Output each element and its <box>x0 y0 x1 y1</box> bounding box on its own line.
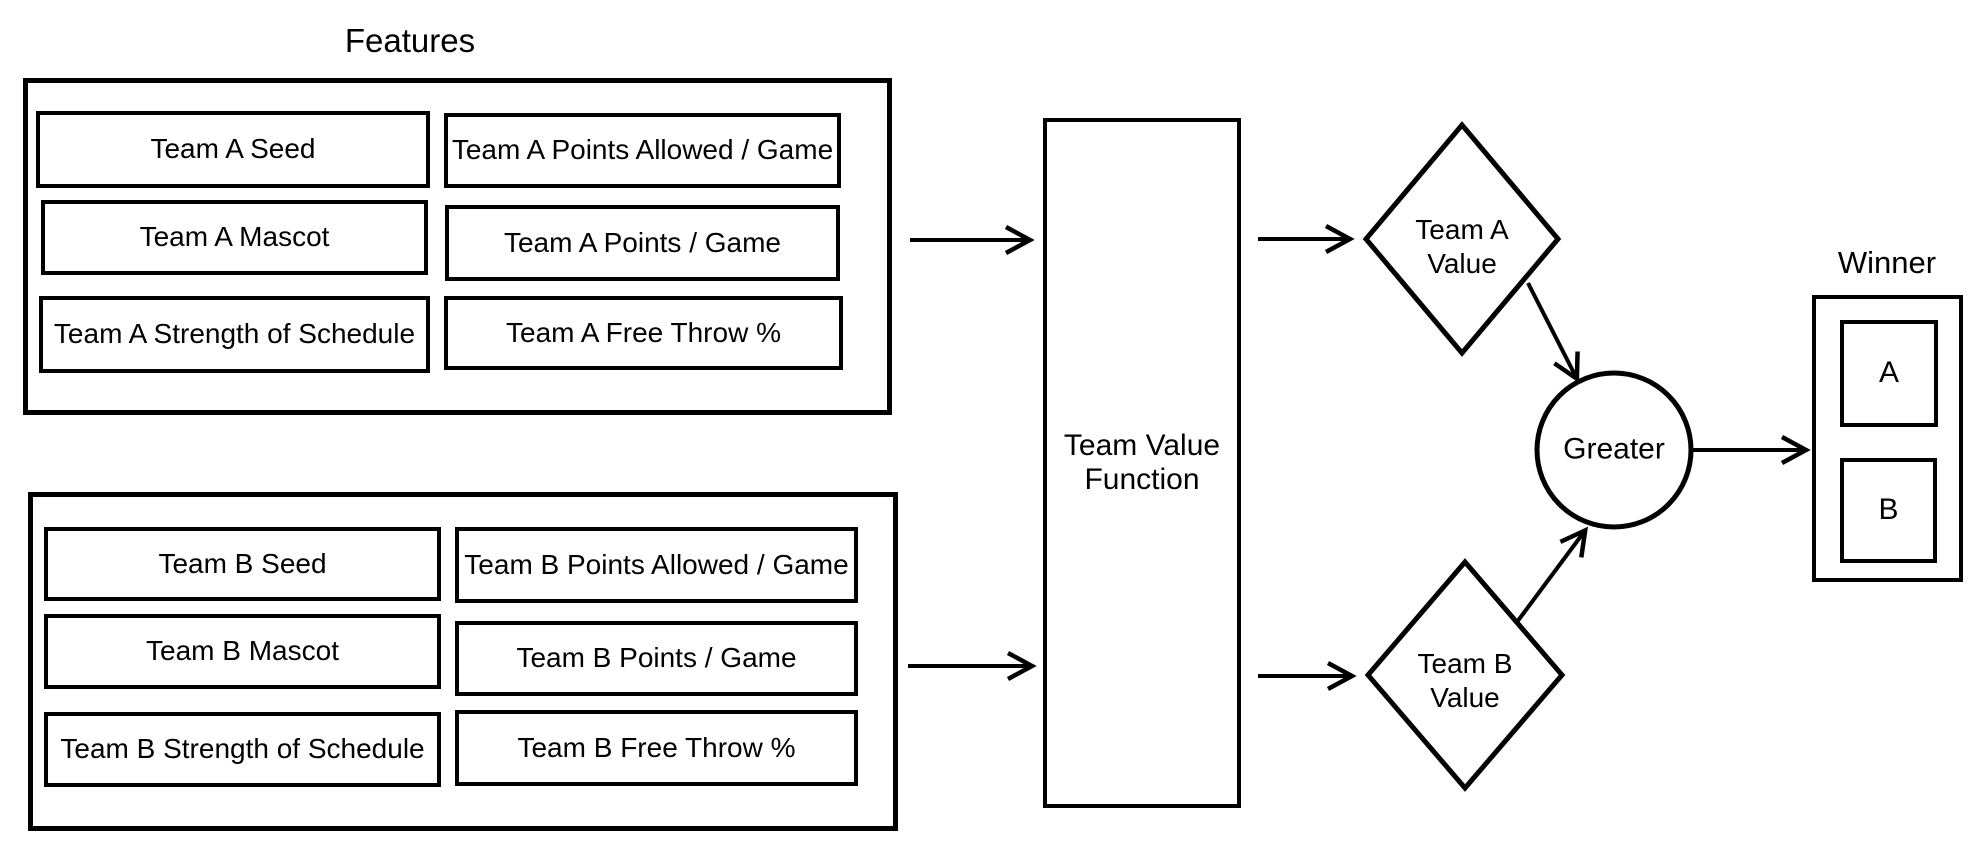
feature-box-team-a-seed: Team A Seed <box>36 111 430 188</box>
feature-box-team-b-points-allowed: Team B Points Allowed / Game <box>455 527 858 603</box>
greater-circle <box>1534 370 1694 530</box>
team-a-value-diamond <box>1362 121 1562 357</box>
winner-option-a-box: A <box>1840 320 1938 427</box>
team-value-function-box: Team Value Function <box>1043 118 1241 808</box>
team-a-value-label: Team A Value <box>1415 213 1509 279</box>
feature-box-team-b-strength-of-schedule: Team B Strength of Schedule <box>44 712 441 787</box>
feature-box-team-b-mascot: Team B Mascot <box>44 614 441 689</box>
features-title: Features <box>344 21 476 59</box>
feature-box-team-b-points-per-game: Team B Points / Game <box>455 621 858 696</box>
feature-box-team-b-seed: Team B Seed <box>44 527 441 601</box>
feature-box-team-a-strength-of-schedule: Team A Strength of Schedule <box>39 296 430 373</box>
greater-label: Greater <box>1563 432 1665 466</box>
winner-option-b-box: B <box>1840 458 1937 563</box>
team-b-value-label: Team B Value <box>1417 647 1513 713</box>
arrow-team-a-value-to-greater <box>1526 282 1580 383</box>
feature-box-team-a-points-per-game: Team A Points / Game <box>445 205 840 281</box>
team-b-value-diamond <box>1364 558 1566 792</box>
winner-title: Winner <box>1837 245 1937 281</box>
feature-box-team-a-points-allowed: Team A Points Allowed / Game <box>444 113 841 188</box>
feature-box-team-a-mascot: Team A Mascot <box>41 200 428 275</box>
feature-box-team-a-free-throw: Team A Free Throw % <box>444 296 843 370</box>
feature-box-team-b-free-throw: Team B Free Throw % <box>455 710 858 786</box>
arrow-team-b-value-to-greater <box>1515 526 1589 624</box>
